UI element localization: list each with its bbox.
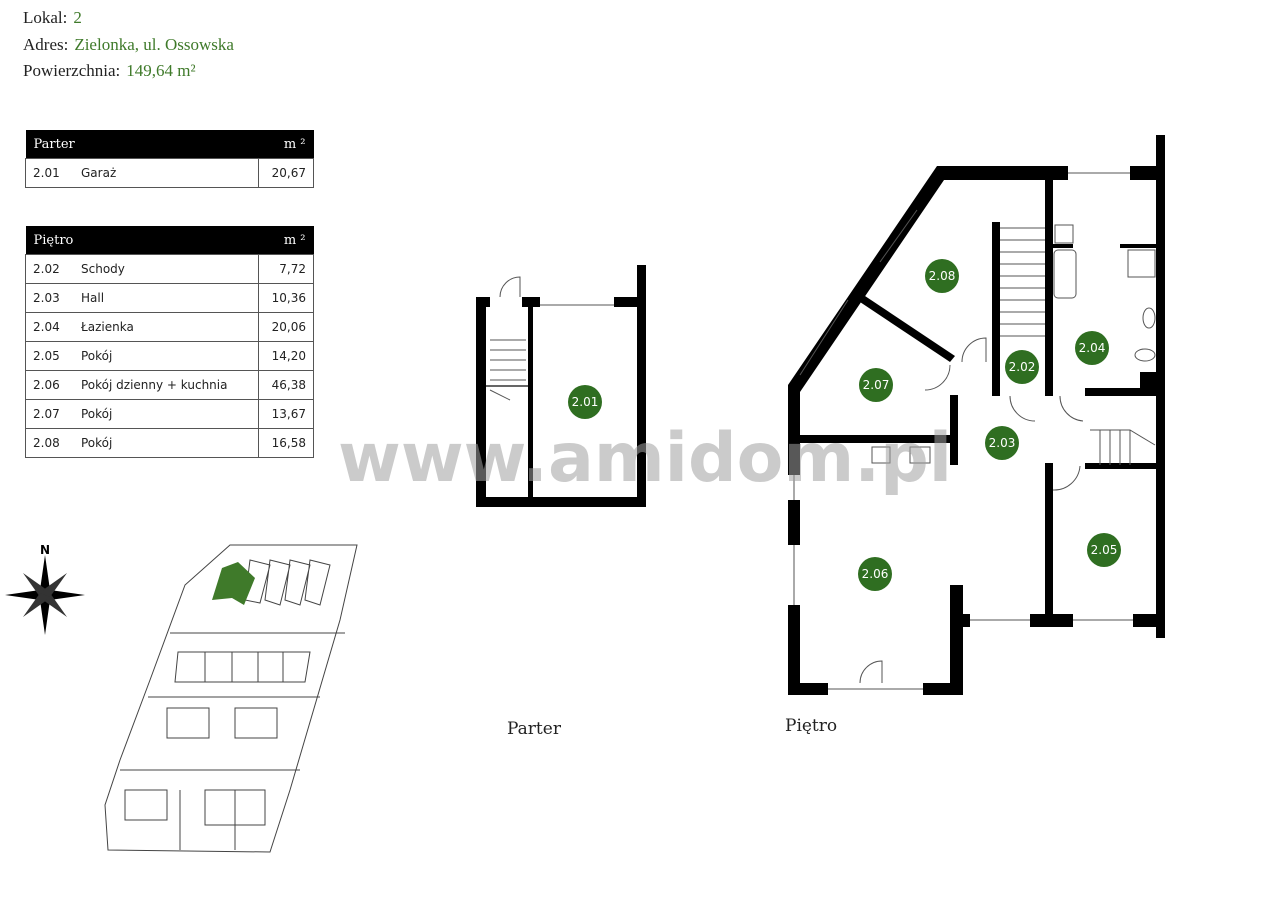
room-badge-label: 2.07 <box>863 378 890 392</box>
room-no: 2.01 <box>25 158 74 188</box>
adres-value: Zielonka, ul. Ossowska <box>74 35 234 54</box>
room-badge <box>925 259 959 293</box>
adres-label: Adres: <box>23 35 69 54</box>
site-plan <box>104 544 358 853</box>
lokal-label: Lokal: <box>23 8 68 27</box>
pietro-plan-label: Piętro <box>785 716 838 736</box>
room-no: 2.06 <box>25 370 74 400</box>
room-badge-label: 2.03 <box>989 436 1016 450</box>
room-no: 2.04 <box>25 312 74 342</box>
room-name: Garaż <box>74 158 259 188</box>
unit-location-marker <box>212 562 255 605</box>
parter-table-title: Parter <box>25 130 259 159</box>
room-area: 46,38 <box>258 370 314 400</box>
unit-header: m ² <box>258 130 314 159</box>
room-badge <box>858 557 892 591</box>
room-badge <box>859 368 893 402</box>
pietro-plan <box>788 135 1165 695</box>
room-area: 7,72 <box>258 254 314 284</box>
adres-row: Adres: Zielonka, ul. Ossowska <box>23 35 234 55</box>
compass-icon: N <box>5 543 85 635</box>
powierzchnia-value: 149,64 m² <box>126 61 196 80</box>
room-badge <box>1005 350 1039 384</box>
room-area: 10,36 <box>258 283 314 313</box>
room-badge-label: 2.04 <box>1079 341 1106 355</box>
powierzchnia-row: Powierzchnia: 149,64 m² <box>23 61 196 81</box>
room-area: 20,67 <box>258 158 314 188</box>
room-name: Łazienka <box>74 312 259 342</box>
room-no: 2.03 <box>25 283 74 313</box>
room-badge-label: 2.01 <box>572 395 599 409</box>
room-name: Pokój dzienny + kuchnia <box>74 370 259 400</box>
unit-header: m ² <box>258 226 314 255</box>
room-badge <box>985 426 1019 460</box>
room-badge-label: 2.08 <box>929 269 956 283</box>
room-area: 20,06 <box>258 312 314 342</box>
room-name: Schody <box>74 254 259 284</box>
lokal-value: 2 <box>73 8 82 27</box>
parter-plan-label: Parter <box>507 719 561 739</box>
room-badge <box>1087 533 1121 567</box>
powierzchnia-label: Powierzchnia: <box>23 61 121 80</box>
pietro-table-title: Piętro <box>25 226 259 255</box>
lokal-row: Lokal: 2 <box>23 8 82 28</box>
room-no: 2.05 <box>25 341 74 371</box>
room-name: Hall <box>74 283 259 313</box>
watermark: www.amidom.pl <box>338 419 953 498</box>
room-area: 16,58 <box>258 428 314 458</box>
compass-north-label: N <box>40 543 50 557</box>
room-badge-label: 2.02 <box>1009 360 1036 374</box>
room-name: Pokój <box>74 428 259 458</box>
room-badge-label: 2.05 <box>1091 543 1118 557</box>
parter-plan <box>476 265 646 507</box>
room-badge <box>568 385 602 419</box>
room-no: 2.08 <box>25 428 74 458</box>
room-badge-label: 2.06 <box>862 567 889 581</box>
room-badge <box>1075 331 1109 365</box>
